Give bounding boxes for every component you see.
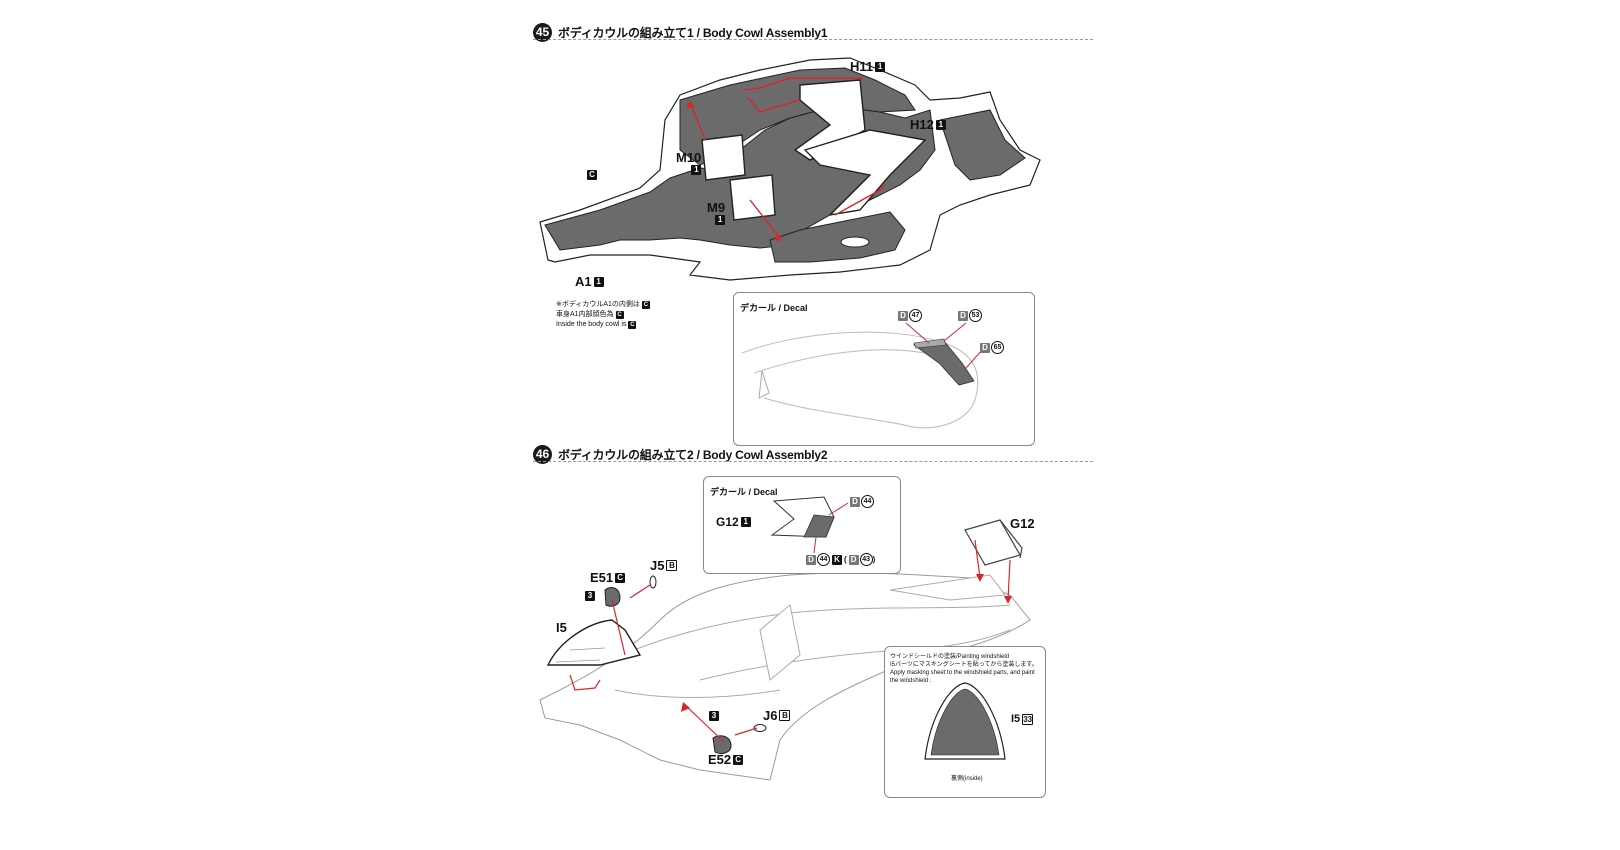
step-45-number: 45 [533,22,552,42]
label-j6-tag: B [779,710,791,721]
decal-46-wing-drawing [770,496,849,554]
windshield-inside-caption: 裏側(inside) [951,776,983,782]
label-m10-tag: 1 [691,165,702,175]
label-e52-text: E52 [708,752,732,767]
label-e51-text: E51 [590,570,614,585]
label-e52-tag: C [733,754,744,765]
label-m10: M10 1 [676,150,702,175]
label-i5-text: I5 [556,620,567,635]
label-m9: M9 1 [707,200,726,225]
label-j6: J6 B [763,708,791,723]
step-45-divider [533,39,1093,40]
windshield-i5-tag: 33 [1022,713,1034,725]
label-m9-tag: 1 [715,215,726,225]
label-e51: E51 C [590,570,626,585]
label-e52: E52 C [708,752,744,767]
label-e52-color: 3 [707,711,719,721]
decal-46-g12-text: G12 [716,515,739,529]
windshield-i5-label: I5 33 [1011,713,1034,725]
label-j6-text: J6 [763,708,778,723]
label-c-tag: C [587,170,597,180]
windshield-instructions: ウインドシールドの塗装/Painting windshield I5パーツにマス… [890,653,1040,685]
label-e51-color-tag: 3 [585,591,595,601]
decal-46-g12-tag: 1 [740,517,751,527]
step-45-header: 45 ボディカウルの組み立て1 / Body Cowl Assembly1 [533,21,827,43]
label-e51-tag: C [615,572,626,583]
label-g12-body-text: G12 [1010,516,1035,531]
label-a1: A1 1 [575,274,604,289]
windshield-line-2: I5パーツにマスキングシートを貼ってから塗装します。 [890,662,1038,668]
decal-box-46-title: デカール / Decal [710,487,778,497]
step-46-title: ボディカウルの組み立て2 / Body Cowl Assembly2 [558,447,828,462]
label-a1-tag: 1 [593,276,604,287]
windshield-i5-text: I5 [1011,713,1021,725]
label-h11: H11 1 [850,59,886,74]
label-c: C [585,170,597,180]
step-46-number: 46 [533,444,552,464]
step-46-header: 46 ボディカウルの組み立て2 / Body Cowl Assembly2 [533,443,827,465]
windshield-line-1: ウインドシールドの塗装/Painting windshield [890,654,1010,660]
step-46-divider [533,461,1093,462]
windshield-line-4: the windshield . [890,678,932,684]
label-i5: I5 [556,620,567,635]
label-e51-color: 3 [583,591,595,601]
label-j5-text: J5 [650,558,665,573]
label-j5-tag: B [666,560,678,571]
label-e52-color-tag: 3 [709,711,719,721]
label-h11-text: H11 [850,59,874,74]
label-m9-text: M9 [707,200,726,215]
decal-46-g12: G12 1 [716,515,751,529]
label-g12-body: G12 [1010,516,1035,531]
label-m10-text: M10 [676,150,702,165]
decal-45-drawing [741,322,985,429]
decal-box-45-title: デカール / Decal [740,303,808,313]
label-j5: J5 B [650,558,678,573]
label-h12-text: H12 [910,117,934,132]
windshield-line-3: Apply masking sheet to the windshield pa… [890,670,1035,676]
label-h12: H12 1 [910,117,946,132]
step-45-title: ボディカウルの組み立て1 / Body Cowl Assembly1 [558,25,828,40]
windshield-mask-drawing [924,682,1006,760]
label-a1-text: A1 [575,274,592,289]
windshield-painting-box: ウインドシールドの塗装/Painting windshield I5パーツにマス… [884,646,1046,798]
label-h11-tag: 1 [875,61,886,72]
label-h12-tag: 1 [935,119,946,130]
